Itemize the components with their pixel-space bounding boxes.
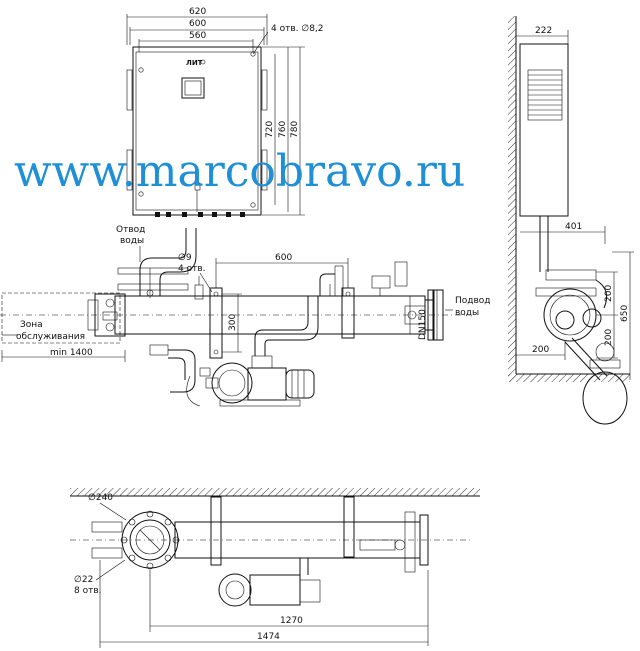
top-dim-1474: 1474 xyxy=(257,632,280,642)
front-dim-600: 600 xyxy=(275,253,292,263)
side-dim-222: 222 xyxy=(535,26,552,36)
inlet-label-line2: воды xyxy=(455,308,479,318)
dim-780: 780 xyxy=(290,121,300,138)
min-1400-dim: min 1400 xyxy=(50,348,93,358)
top-holes-note-1: ∅22 xyxy=(74,575,93,585)
front-view: Зона обслуживания min 1400 xyxy=(0,225,491,407)
display-screen xyxy=(181,77,205,99)
dim-620: 620 xyxy=(189,7,206,17)
side-dim-401: 401 xyxy=(565,222,582,232)
top-dim-1270: 1270 xyxy=(280,616,303,626)
flange-dia-label: ∅240 xyxy=(88,493,113,503)
dim-760: 760 xyxy=(278,121,288,138)
cabinet-brand: ЛИТ xyxy=(186,59,203,67)
side-dim-200-a: 200 xyxy=(604,285,614,302)
side-dim-200-b: 200 xyxy=(604,329,614,346)
side-dim-650: 650 xyxy=(620,305,630,322)
top-view: ∅240 ∅22 8 отв. 1270 1474 xyxy=(70,488,480,648)
inlet-label-line1: Подвод xyxy=(455,296,491,306)
control-cabinet: ЛИТ xyxy=(126,46,268,217)
pump xyxy=(186,355,315,407)
dn150-label: DN150 xyxy=(418,309,428,340)
flange-240 xyxy=(120,510,180,570)
cabinet-holes-note: 4 отв. ∅8,2 xyxy=(271,24,324,34)
cabinet-height-dimensions: 720 760 780 xyxy=(262,46,305,216)
cable-glands xyxy=(155,212,245,217)
top-holes-note-2: 8 отв. xyxy=(74,586,102,596)
front-holes-note-1: ∅9 xyxy=(178,253,192,263)
front-dim-300: 300 xyxy=(228,314,238,331)
front-holes-note-2: 4 отв. xyxy=(178,264,206,274)
outlet-label-line2: воды xyxy=(120,236,144,246)
side-view: 222 401 650 200 200 200 xyxy=(508,16,634,425)
side-dim-200-c: 200 xyxy=(532,345,549,355)
dim-720: 720 xyxy=(265,121,275,138)
service-zone-line1: Зона xyxy=(20,320,43,330)
outlet-label-line1: Отвод xyxy=(116,225,145,235)
dim-560: 560 xyxy=(189,31,206,41)
watermark: www.marcobravo.ru xyxy=(14,146,465,197)
cabinet-width-dimensions: 620 600 560 4 отв. ∅8,2 xyxy=(126,7,324,55)
dim-600: 600 xyxy=(189,19,206,29)
service-zone-line2: обслуживания xyxy=(16,332,85,342)
